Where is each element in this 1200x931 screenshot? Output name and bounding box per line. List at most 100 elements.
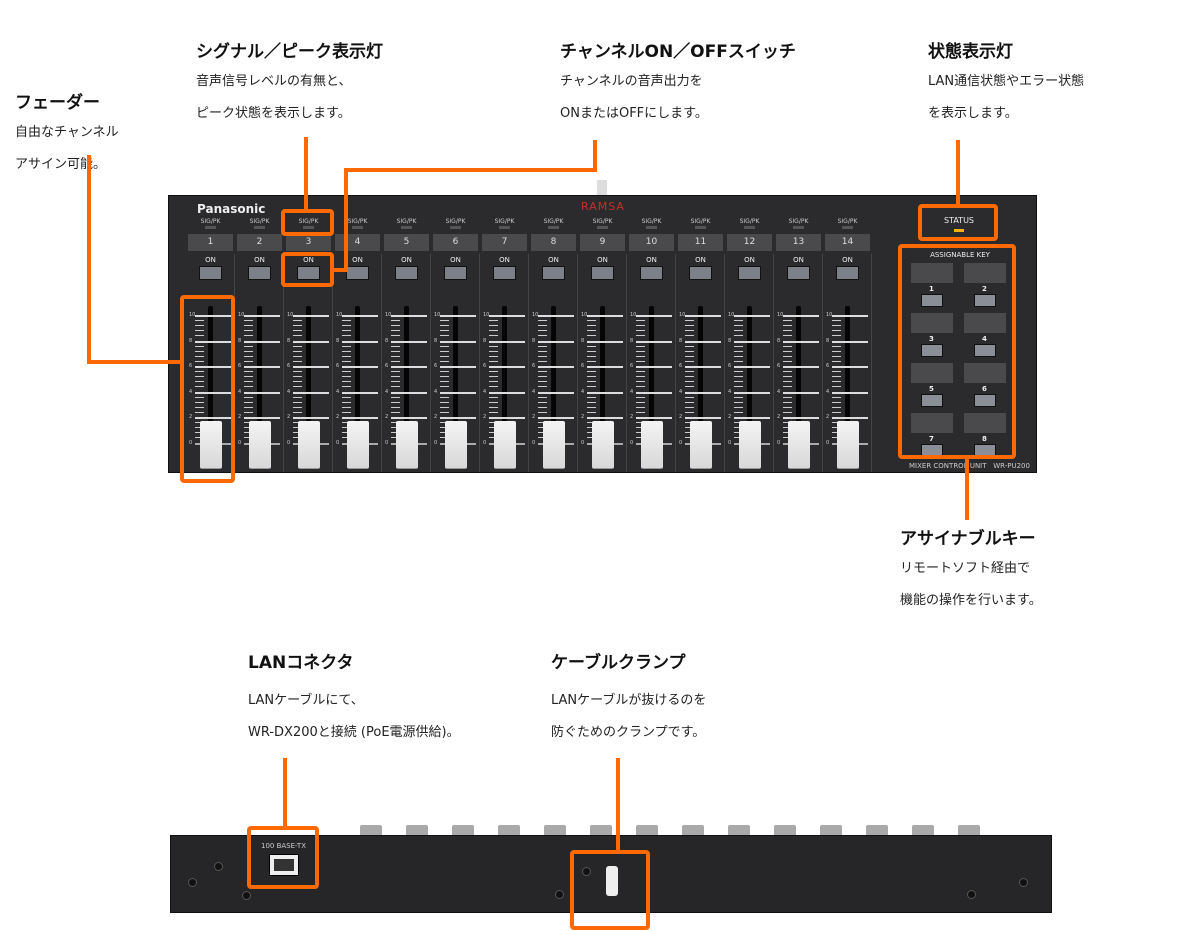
signal-peak-led: [450, 226, 461, 229]
key-number: 1: [929, 285, 934, 293]
minor-tick: [636, 320, 645, 322]
channel-on-button[interactable]: [836, 266, 859, 280]
scale-tick: [587, 366, 623, 368]
fader-knob[interactable]: [445, 421, 467, 469]
lan-port[interactable]: [269, 854, 299, 876]
channel-on-button[interactable]: [297, 266, 320, 280]
scale-label: 8: [434, 337, 438, 344]
channel-on-button[interactable]: [640, 266, 663, 280]
channel-on-button[interactable]: [248, 266, 271, 280]
channel-on-button[interactable]: [346, 266, 369, 280]
minor-tick: [293, 345, 302, 347]
scale-label: 6: [434, 363, 438, 369]
top-key: [728, 825, 750, 836]
fader-knob[interactable]: [347, 421, 369, 469]
channel-number: 9: [580, 234, 625, 251]
minor-tick: [685, 422, 694, 424]
fader-knob[interactable]: [739, 421, 761, 469]
scale-label: 4: [189, 388, 193, 395]
scale-label: 8: [238, 337, 242, 344]
minor-tick: [489, 320, 498, 322]
minor-tick: [244, 355, 253, 357]
channel-on-button[interactable]: [787, 266, 810, 280]
fader-knob[interactable]: [641, 421, 663, 469]
minor-tick: [342, 437, 351, 439]
scale-tick: [244, 366, 280, 368]
minor-tick: [734, 335, 743, 337]
fader-knob[interactable]: [396, 421, 418, 469]
minor-tick: [587, 335, 596, 337]
minor-tick: [685, 371, 694, 373]
minor-tick: [832, 355, 841, 357]
assignable-key-button[interactable]: [921, 294, 943, 307]
channel-on-button[interactable]: [738, 266, 761, 280]
sig-pk-label: SIG/PK: [396, 218, 417, 225]
minor-tick: [832, 371, 841, 373]
fader-knob[interactable]: [788, 421, 810, 469]
fader-knob[interactable]: [494, 421, 516, 469]
scale-tick: [440, 417, 476, 419]
fader-knob[interactable]: [690, 421, 712, 469]
assignable-key-button[interactable]: [921, 344, 943, 357]
assignable-key-button[interactable]: [974, 294, 996, 307]
screw: [582, 867, 591, 876]
minor-tick: [489, 355, 498, 357]
minor-tick: [195, 345, 204, 347]
channel-on-button[interactable]: [199, 266, 222, 280]
channel-on-button[interactable]: [493, 266, 516, 280]
minor-tick: [440, 325, 449, 327]
assignable-key-button[interactable]: [921, 394, 943, 407]
model-label: MIXER CONTROL UNIT WR-PU200: [909, 462, 1030, 470]
minor-tick: [832, 335, 841, 337]
signal-peak-led: [303, 226, 314, 229]
minor-tick: [293, 406, 302, 408]
channel-on-button[interactable]: [591, 266, 614, 280]
scale-label: 10: [630, 312, 637, 318]
minor-tick: [391, 325, 400, 327]
sig-pk-label: SIG/PK: [200, 218, 221, 225]
minor-tick: [293, 355, 302, 357]
minor-tick: [342, 320, 351, 322]
scale-tick: [832, 417, 868, 419]
minor-tick: [783, 371, 792, 373]
scale-tick: [391, 315, 427, 317]
scale-tick: [391, 340, 427, 343]
assignable-key-button[interactable]: [974, 344, 996, 357]
channel-on-button[interactable]: [542, 266, 565, 280]
assignable-key-button[interactable]: [974, 394, 996, 407]
minor-tick: [244, 350, 253, 352]
minor-tick: [342, 335, 351, 337]
minor-tick: [391, 381, 400, 383]
minor-tick: [832, 330, 841, 332]
scale-tick: [489, 315, 525, 317]
highlight-clamp: [570, 850, 650, 930]
fader-knob[interactable]: [592, 421, 614, 469]
fader-knob[interactable]: [200, 421, 222, 469]
minor-tick: [783, 432, 792, 434]
channel-on-button[interactable]: [689, 266, 712, 280]
leader-line: [87, 155, 91, 364]
callout-lan: LANコネクタ LANケーブルにて、 WR-DX200と接続 (PoE電源供給)…: [248, 648, 460, 749]
fader-knob[interactable]: [543, 421, 565, 469]
scale-label: 0: [581, 439, 585, 446]
fader-knob[interactable]: [837, 421, 859, 469]
minor-tick: [293, 427, 302, 429]
scale-tick: [342, 315, 378, 317]
minor-tick: [734, 360, 743, 362]
minor-tick: [342, 422, 351, 424]
scale-tick: [783, 315, 819, 317]
scale-label: 8: [630, 337, 634, 344]
scale-tick: [832, 315, 868, 317]
top-key: [406, 825, 428, 836]
key-display: [964, 413, 1006, 433]
key-number: 3: [929, 335, 934, 343]
fader-knob[interactable]: [298, 421, 320, 469]
minor-tick: [685, 401, 694, 403]
channel-on-button[interactable]: [395, 266, 418, 280]
callout-title: アサイナブルキー: [900, 529, 1036, 549]
minor-tick: [391, 432, 400, 434]
minor-tick: [685, 376, 694, 378]
channel-on-button[interactable]: [444, 266, 467, 280]
fader-knob[interactable]: [249, 421, 271, 469]
